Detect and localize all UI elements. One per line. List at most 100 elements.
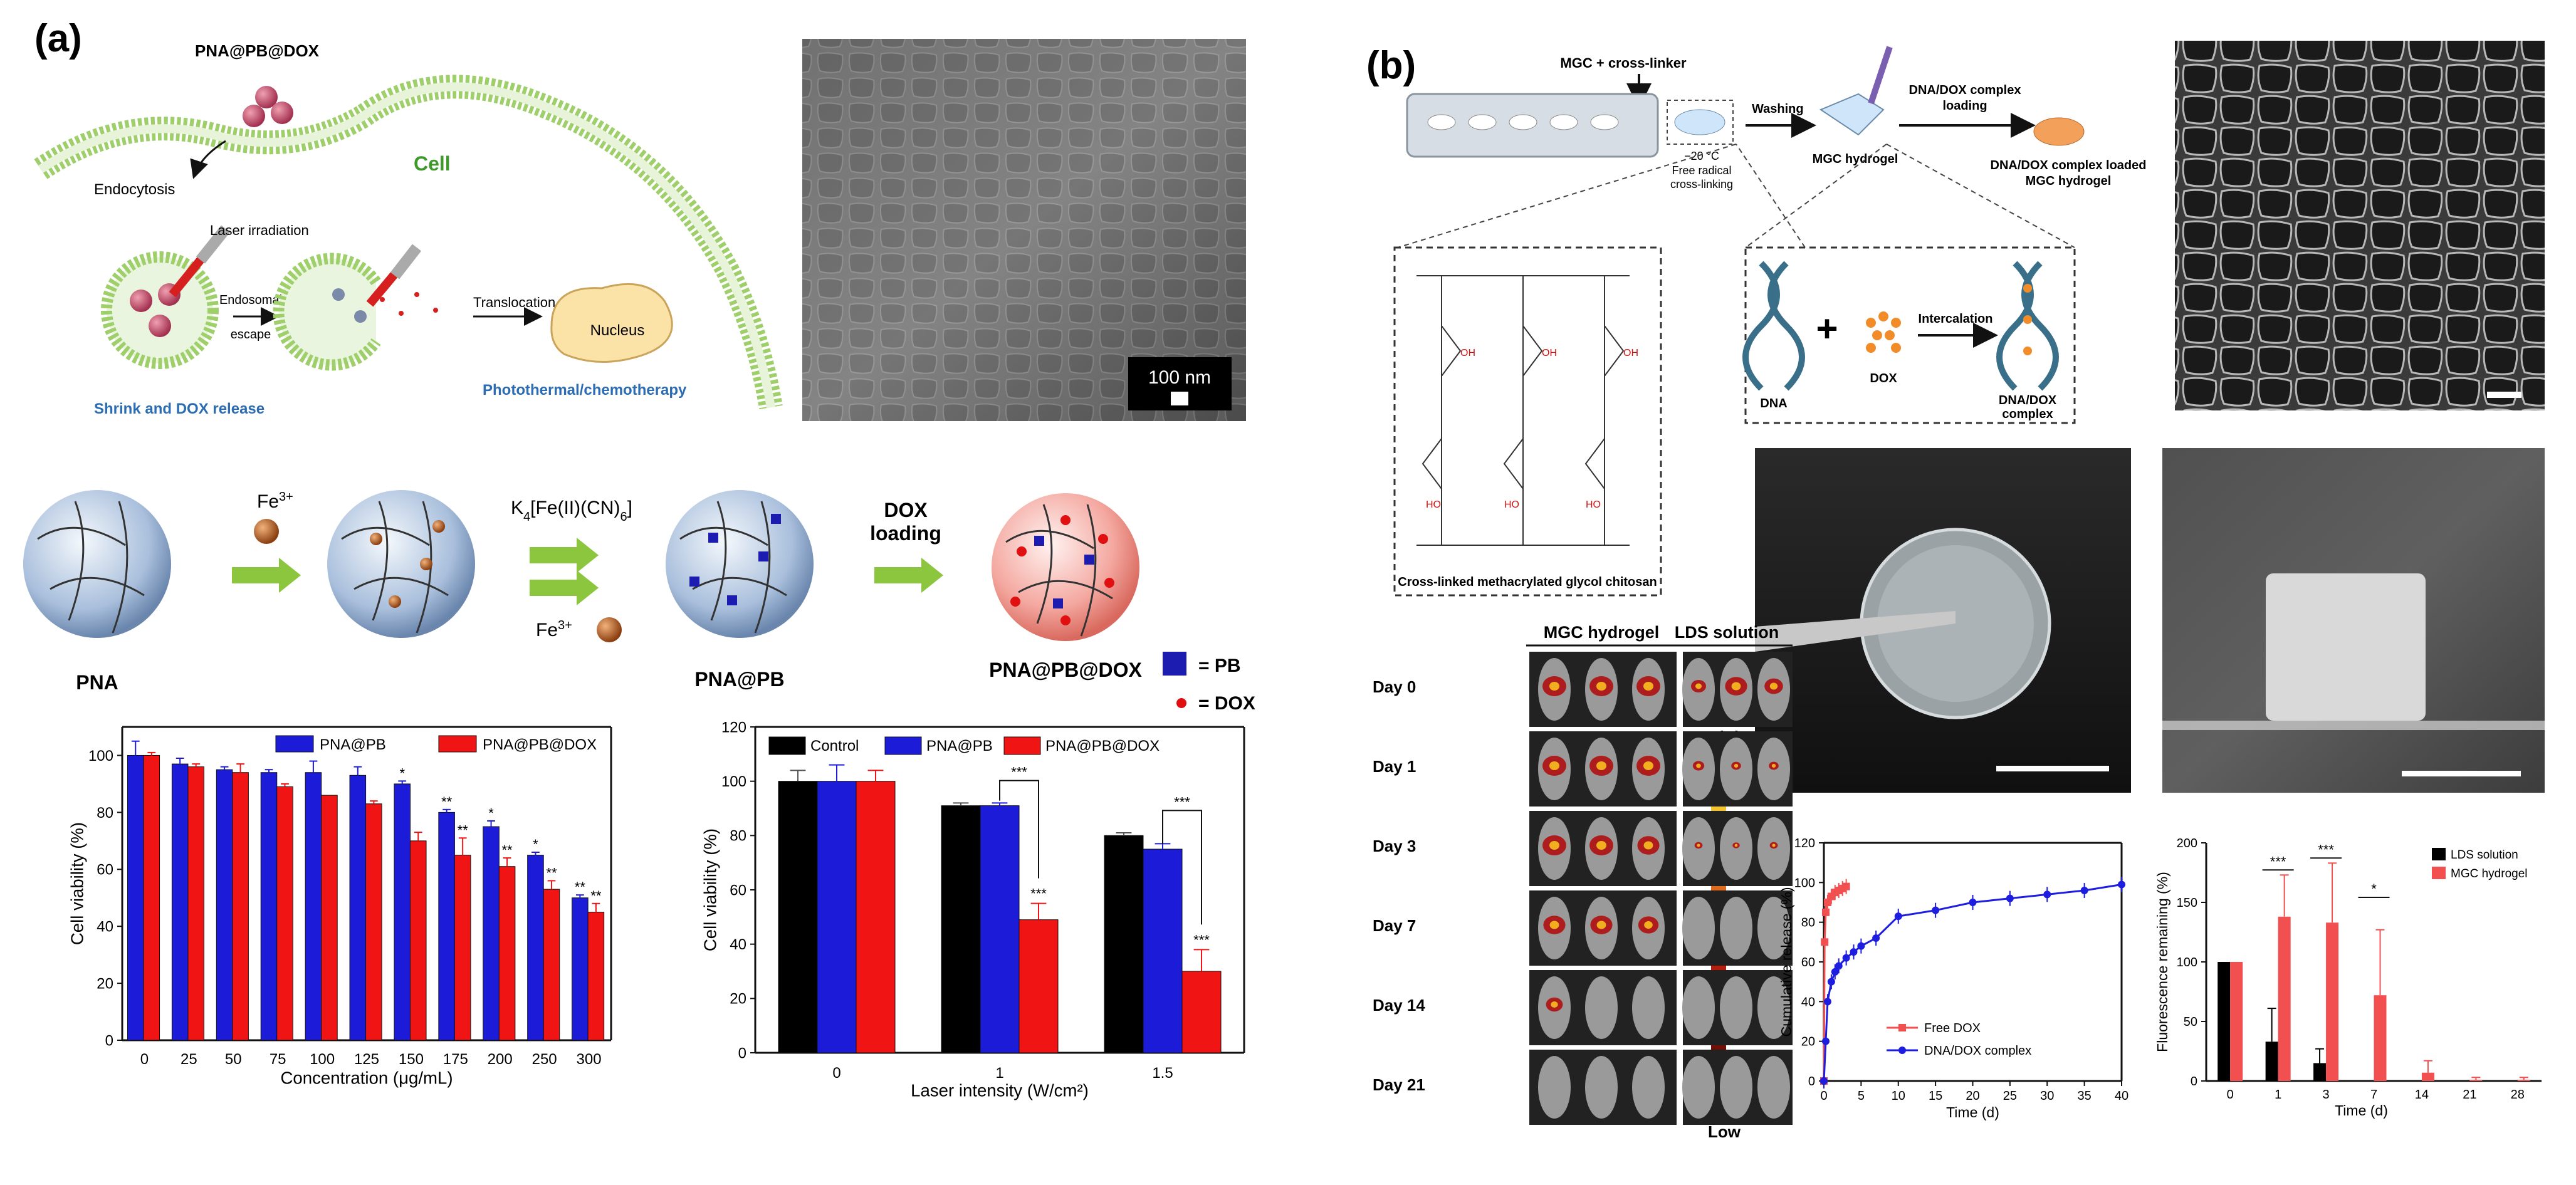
bar bbox=[1181, 971, 1222, 1053]
y-axis-label: Cell viability (%) bbox=[701, 828, 720, 951]
bar bbox=[2217, 962, 2231, 1081]
mgc-hydrogel-label: MGC hydrogel bbox=[1813, 152, 1898, 166]
x-axis-label: Laser intensity (W/cm²) bbox=[911, 1081, 1089, 1100]
bar bbox=[543, 889, 560, 1041]
bar bbox=[2374, 995, 2387, 1081]
loading-label-2: loading bbox=[1942, 99, 1987, 113]
dox-loading-2: loading bbox=[870, 522, 941, 545]
svg-text:HO: HO bbox=[1586, 499, 1601, 510]
x-tick-label: 100 bbox=[310, 1051, 335, 1068]
fe-label-1: Fe3+ bbox=[257, 490, 293, 512]
sphere-pna-pb bbox=[666, 490, 814, 638]
x-tick-label: 0 bbox=[140, 1051, 149, 1068]
y-tick-label: 120 bbox=[1794, 837, 1815, 850]
x-tick-label: 0 bbox=[832, 1065, 840, 1082]
bar bbox=[587, 911, 605, 1041]
hydrogel-cube bbox=[1819, 93, 1885, 136]
y-tick-label: 0 bbox=[738, 1045, 746, 1062]
free-radical-1: Free radical bbox=[1672, 164, 1731, 177]
significance-marker: ** bbox=[502, 842, 513, 858]
bar bbox=[527, 855, 544, 1041]
fluorescence-core bbox=[1596, 682, 1606, 691]
endocytosis-arrow bbox=[190, 140, 226, 179]
hydrogel-disk bbox=[1674, 109, 1725, 135]
bar bbox=[1104, 835, 1144, 1053]
mouse bbox=[1720, 817, 1752, 880]
x-tick-label: 300 bbox=[577, 1051, 602, 1068]
bar bbox=[2326, 922, 2339, 1081]
hydrogel-scheme: MGC + cross-linker −20 °C Free radical c… bbox=[1393, 46, 2147, 597]
bar bbox=[2313, 1063, 2327, 1081]
x-tick-label: 20 bbox=[1966, 1089, 1979, 1103]
mouse bbox=[1585, 976, 1618, 1039]
loaded-label-1: DNA/DOX complex loaded bbox=[1991, 159, 2147, 172]
fluorescence-core bbox=[1734, 764, 1739, 768]
y-tick-label: 100 bbox=[88, 748, 113, 765]
x-axis-label: Time (d) bbox=[2335, 1102, 2388, 1119]
ivis-day-label: Day 0 bbox=[1373, 677, 1416, 696]
chitosan-box bbox=[1393, 246, 1662, 597]
escape-label-2: escape bbox=[231, 328, 271, 342]
bar bbox=[232, 772, 249, 1041]
y-tick-label: 20 bbox=[730, 991, 746, 1008]
dox-molecule bbox=[414, 292, 419, 297]
bar bbox=[572, 897, 589, 1041]
fluorescence-core bbox=[1695, 683, 1702, 689]
mouse bbox=[1757, 976, 1790, 1039]
tweezers bbox=[1755, 611, 1956, 652]
legend-marker bbox=[1898, 1024, 1906, 1031]
significance-marker: * bbox=[2371, 881, 2377, 897]
pna-pb-dox-label: PNA@PB@DOX bbox=[989, 659, 1142, 681]
sphere-pna bbox=[23, 490, 171, 638]
dox-cluster bbox=[1866, 311, 1901, 353]
data-point bbox=[1894, 912, 1902, 921]
mouse bbox=[1720, 976, 1752, 1039]
y-tick-label: 100 bbox=[1794, 876, 1815, 890]
nanoparticle bbox=[130, 290, 152, 312]
fluorescence-core bbox=[1731, 682, 1741, 691]
sem-scale-label: 100 nm bbox=[1148, 367, 1211, 388]
mouse bbox=[1585, 1056, 1618, 1119]
nanoparticle bbox=[243, 105, 265, 127]
pna-label: PNA bbox=[76, 671, 118, 694]
significance-marker: ** bbox=[546, 865, 557, 880]
ivis-col1-header: MGC hydrogel bbox=[1544, 623, 1660, 642]
significance-marker: * bbox=[533, 837, 538, 852]
bar bbox=[216, 769, 233, 1041]
legend-marker bbox=[1898, 1047, 1906, 1054]
bar bbox=[980, 805, 1020, 1053]
ivis-day-label: Day 1 bbox=[1373, 757, 1416, 776]
panel-b-label: (b) bbox=[1366, 44, 1416, 87]
mouse bbox=[1682, 897, 1715, 959]
nanoparticle bbox=[271, 102, 293, 124]
ivis-col2-header: LDS solution bbox=[1675, 623, 1779, 642]
bar bbox=[305, 772, 322, 1041]
bar bbox=[454, 855, 471, 1041]
data-point bbox=[1872, 934, 1880, 942]
sem-image-a: 100 nm bbox=[802, 39, 1246, 421]
y-tick-label: 40 bbox=[730, 936, 746, 953]
data-point bbox=[1820, 1077, 1828, 1085]
open-endosome bbox=[273, 253, 381, 371]
pipette bbox=[1868, 46, 1893, 105]
bar bbox=[817, 781, 857, 1053]
sphere-pna-pb-dox bbox=[992, 493, 1139, 641]
endocytosis-label: Endocytosis bbox=[94, 181, 175, 198]
pna-pb-label: PNA@PB bbox=[694, 668, 784, 691]
data-point bbox=[1821, 938, 1829, 946]
legend-swatch bbox=[438, 735, 477, 753]
cell-schematic: PNA@PB@DOX Cell Endocytosis Laser irradi… bbox=[34, 41, 783, 417]
arrow-3 bbox=[874, 558, 943, 593]
y-tick-label: 80 bbox=[97, 805, 113, 822]
bar bbox=[2278, 916, 2291, 1081]
scale-bar bbox=[2402, 771, 2521, 776]
complex-label-1: DNA/DOX bbox=[1999, 394, 2057, 407]
legend-dox-text: = DOX bbox=[1198, 693, 1255, 714]
fluorescence-core bbox=[1769, 682, 1778, 690]
x-tick-label: 1 bbox=[2275, 1088, 2281, 1102]
y-tick-label: 60 bbox=[730, 882, 746, 899]
data-point bbox=[1842, 882, 1850, 890]
temp-label: −20 °C bbox=[1684, 150, 1719, 162]
